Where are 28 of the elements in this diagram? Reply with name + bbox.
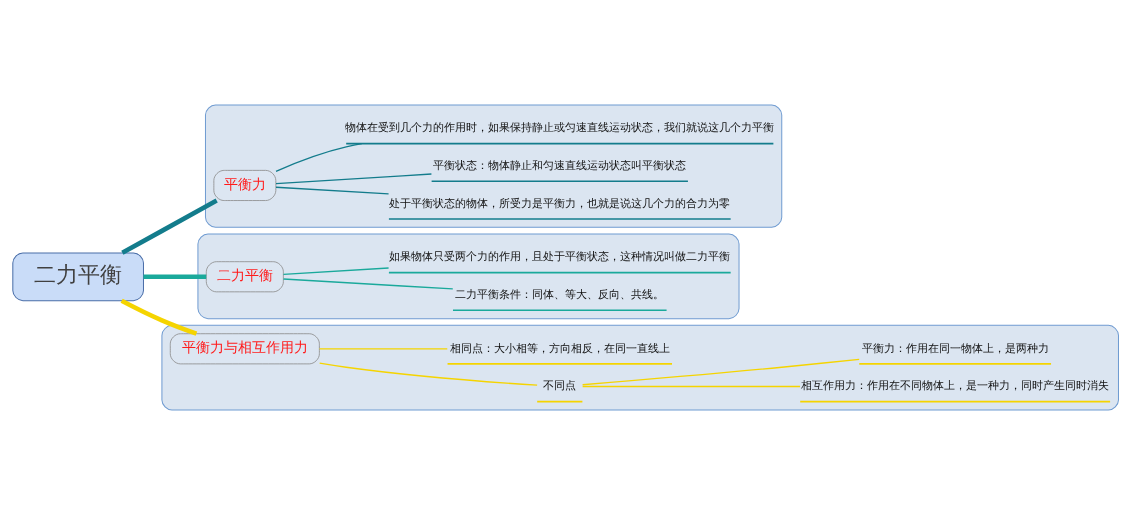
connector [275,173,433,185]
connector [275,186,390,195]
node-box: 二力平衡 [205,261,284,293]
connector [318,362,538,386]
cluster [161,324,1119,411]
connector [282,278,454,290]
node-box: 平衡力 [213,169,277,201]
connector [318,348,448,350]
node-box: 平衡力与相互作用力 [169,333,320,365]
cluster [197,233,740,320]
node-text: 物体在受到几个力的作用时，如果保持静止或匀速直线运动状态，我们就说这几个力平衡 [345,121,775,135]
node-text: 二力平衡条件：同体、等大、反向、共线。 [455,288,665,302]
cluster [204,104,783,228]
connector [121,198,218,255]
connector [282,267,390,276]
node-text: 平衡状态：物体静止和匀速直线运动状态叫平衡状态 [433,159,687,173]
connector [581,358,860,386]
connector [275,142,363,172]
connector [581,385,801,388]
node-text: 平衡力：作用在同一物体上，是两种力 [861,341,1049,355]
node-text: 如果物体只受两个力的作用，且处于平衡状态，这种情况叫做二力平衡 [389,250,731,264]
node-text: 不同点 [543,379,577,393]
connector [143,274,207,280]
node-box: 二力平衡 [12,252,144,302]
node-text: 处于平衡状态的物体，所受力是平衡力，也就是说这几个力的合力为零 [389,196,731,210]
connector [120,298,198,336]
node-text: 相互作用力：作用在不同物体上，是一种力，同时产生同时消失 [801,379,1110,393]
node-text: 相同点：大小相等，方向相反，在同一直线上 [449,341,670,355]
